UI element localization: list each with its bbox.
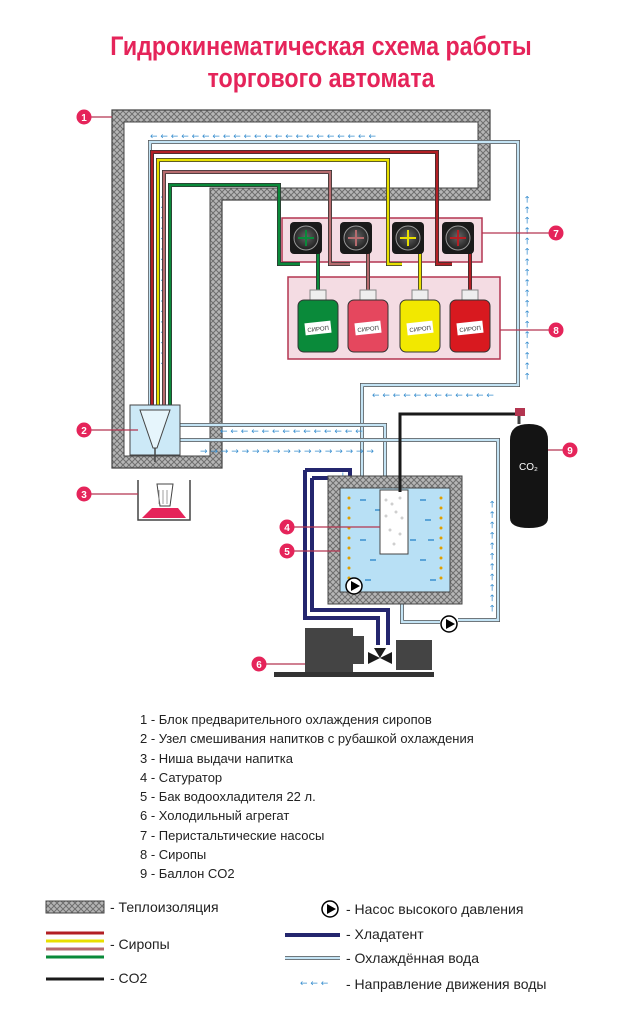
peristaltic-pump-red [442, 222, 474, 254]
component-2: 2 - Узел смешивания напитков с рубашкой … [140, 731, 474, 747]
svg-text:3: 3 [81, 490, 87, 501]
svg-text:1: 1 [81, 113, 87, 124]
svg-text:← ← ←: ← ← ← [300, 979, 329, 989]
legend-coolant: - Хладатент [346, 926, 424, 942]
svg-text:→ → → → → → → → → → →: → → → → → → → → → → → [488, 500, 498, 612]
refrigeration-unit [274, 628, 434, 677]
peristaltic-pump-yellow [392, 222, 424, 254]
svg-text:← ← ← ← ← ← ← ← ← ← ← ← ← ←: ← ← ← ← ← ← ← ← ← ← ← ← ← ← [220, 427, 363, 437]
dispensing-niche [137, 480, 191, 521]
svg-text:6: 6 [256, 660, 262, 671]
diagram-title: Гидрокинематическая схема работы торгово… [45, 30, 597, 94]
callout-7: 7 [548, 225, 564, 241]
component-1: 1 - Блок предварительного охлаждения сир… [140, 712, 432, 727]
callout-1: 1 [76, 109, 92, 125]
co2-line [398, 412, 515, 492]
svg-text:8: 8 [553, 326, 559, 337]
svg-text:← ← ← ← ← ← ← ← ← ← ← ←: ← ← ← ← ← ← ← ← ← ← ← ← [372, 391, 494, 401]
high-pressure-pump-tank [345, 577, 363, 595]
callout-3: 3 [76, 486, 92, 502]
bottle-label: СИРОП [357, 326, 379, 334]
component-5: 5 - Бак водоохладителя 22 л. [140, 789, 316, 805]
svg-text:← ← ← ← ← ← ← ← ← ← ← ← ← ← ←: ← ← ← ← ← ← ← ← ← ← ← ← ← ← ← ← ← ← ← ← … [150, 132, 376, 142]
legend-pump-icon [321, 900, 339, 918]
legend-insulation: - Теплоизоляция [110, 899, 219, 915]
callout-9: 9 [562, 442, 578, 458]
bottle-label: СИРОП [307, 326, 329, 334]
syrup-bottle-green: СИРОП [297, 289, 339, 353]
svg-text:→ → → → → → → → → → → → → → →: → → → → → → → → → → → → → → → → → [200, 447, 374, 457]
component-8: 8 - Сиропы [140, 847, 207, 863]
mixing-unit [129, 404, 181, 462]
legend-co2: - CO2 [110, 970, 148, 986]
svg-text:4: 4 [284, 523, 290, 534]
peristaltic-pump-pink [340, 222, 372, 254]
co2-cylinder: CO₂ [510, 408, 548, 528]
callout-6: 6 [251, 656, 267, 672]
callout-5: 5 [279, 543, 295, 559]
callout-leaders [88, 116, 570, 665]
svg-text:→ → → → → → → → → → → → → → →: → → → → → → → → → → → → → → → → → → [523, 195, 533, 380]
legend-insulation-swatch [45, 900, 105, 914]
component-6: 6 - Холодильный агрегат [140, 808, 290, 824]
callout-8: 8 [548, 322, 564, 338]
component-list: 1 - Блок предварительного охлаждения сир… [140, 710, 474, 884]
syrup-bottle-pink: СИРОП [347, 289, 389, 353]
svg-text:9: 9 [567, 446, 573, 457]
callout-2: 2 [76, 422, 92, 438]
legend-pump: - Насос высокого давления [346, 901, 524, 917]
svg-text:2: 2 [81, 426, 87, 437]
component-7: 7 - Перистальтические насосы [140, 827, 325, 843]
title-line-2: торгового автомата [207, 63, 435, 93]
callout-4: 4 [279, 519, 295, 535]
syrup-bottle-yellow: СИРОП [399, 289, 441, 353]
high-pressure-pump-outlet [440, 615, 458, 633]
syrup-bottle-red: СИРОП [449, 289, 491, 353]
legend-syrup-swatch [46, 931, 104, 959]
legend-syrups: - Сиропы [110, 936, 170, 952]
expansion-valve [368, 648, 392, 664]
bottle-label: СИРОП [459, 326, 481, 334]
component-9: 9 - Баллон CO2 [140, 866, 235, 882]
legend-direction: - Направление движения воды [346, 976, 547, 992]
component-4: 4 - Сатуратор [140, 769, 223, 785]
svg-text:7: 7 [553, 229, 559, 240]
peristaltic-pump-green [290, 222, 322, 254]
cylinder-label: CO₂ [519, 462, 538, 473]
legend-direction-arrows: ← ← ← [300, 979, 329, 989]
svg-text:5: 5 [284, 547, 290, 558]
component-3: 3 - Ниша выдачи напитка [140, 750, 293, 766]
bottle-label: СИРОП [409, 326, 431, 334]
title-line-1: Гидрокинематическая схема работы [110, 31, 532, 61]
legend-water: - Охлаждённая вода [346, 950, 479, 966]
saturator [379, 489, 409, 555]
